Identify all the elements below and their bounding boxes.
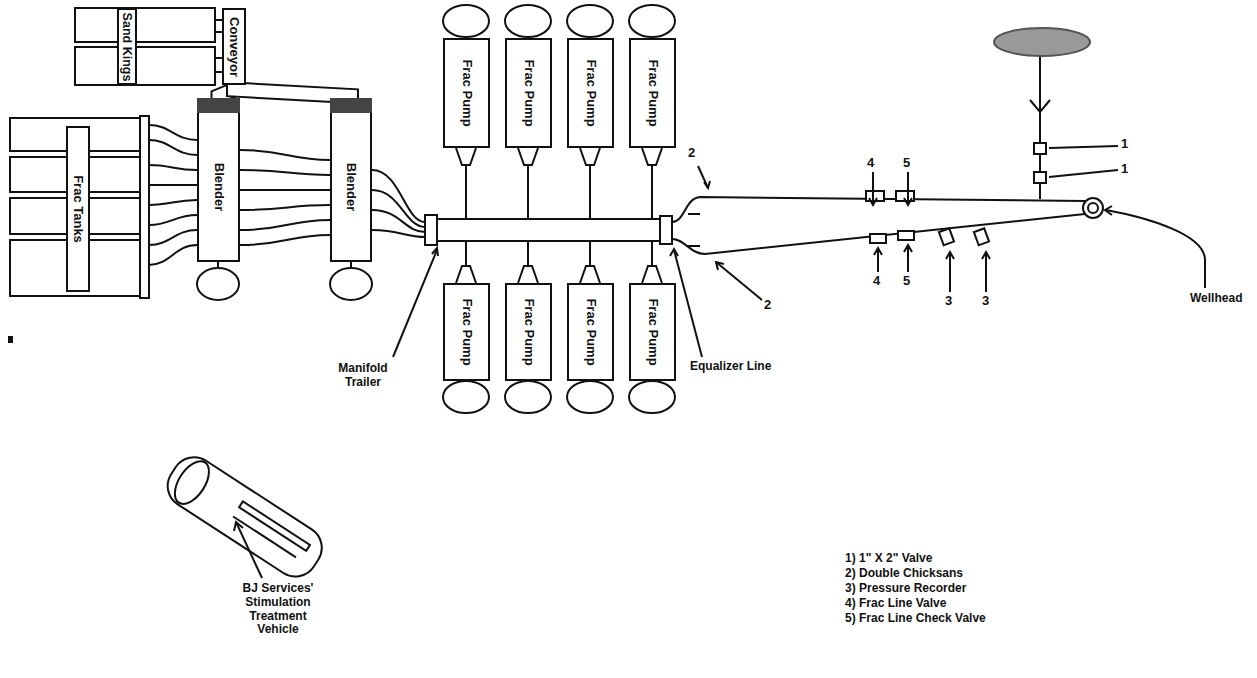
key-entry: 4) Frac Line Valve <box>845 597 946 611</box>
callout-number: 3 <box>982 294 989 309</box>
frac-pump-box: Frac Pump <box>505 283 552 381</box>
callout-number: 1 <box>1121 137 1128 152</box>
callout-number: 5 <box>903 274 910 289</box>
part-label: Wellhead <box>1190 292 1256 306</box>
node-text: Frac Tanks <box>71 175 86 243</box>
conveyor-chute <box>234 85 351 98</box>
frac-tanks-label-box: Frac Tanks <box>66 126 90 292</box>
key-entry: 2) Double Chicksans <box>845 567 963 581</box>
node-text: Conveyor <box>227 17 242 77</box>
node-text: Frac Pump <box>459 59 474 126</box>
callout-number: 5 <box>903 156 910 171</box>
frac-pump-box: Frac Pump <box>443 38 490 148</box>
node-text: Sand Kings <box>120 12 134 81</box>
node-text: Frac Pump <box>645 298 660 365</box>
node-text: Frac Pump <box>583 59 598 126</box>
key-entry: 3) Pressure Recorder <box>845 582 966 596</box>
frac-pump-box: Frac Pump <box>567 283 614 381</box>
frac-pump-box: Frac Pump <box>629 283 676 381</box>
part-label: Equalizer Line <box>690 360 840 374</box>
key-entry: 1) 1" X 2" Valve <box>845 552 932 566</box>
conveyor-box: Conveyor <box>222 8 246 85</box>
callout-number: 3 <box>945 294 952 309</box>
node-text: Blender <box>344 163 359 211</box>
node-text: Frac Pump <box>583 298 598 365</box>
frac-pump-box: Frac Pump <box>567 38 614 148</box>
vehicle-label: BJ Services' Stimulation Treatment Vehic… <box>232 582 324 637</box>
node-text: Frac Pump <box>459 298 474 365</box>
node-text: Frac Pump <box>521 298 536 365</box>
node-text: Blender <box>211 163 226 211</box>
frac-pump-box: Frac Pump <box>505 38 552 148</box>
blender-box: Blender <box>330 98 372 262</box>
callout-number: 4 <box>867 156 874 171</box>
frac-pump-box: Frac Pump <box>443 283 490 381</box>
callout-number: 4 <box>873 274 880 289</box>
node-text: Frac Pump <box>645 59 660 126</box>
part-label: Manifold Trailer <box>322 362 404 390</box>
sand-kings-label-box: Sand Kings <box>117 8 137 85</box>
frac-pump-box: Frac Pump <box>629 38 676 148</box>
node-text: Frac Pump <box>521 59 536 126</box>
callout-number: 1 <box>1121 162 1128 177</box>
callout-number: 2 <box>688 146 695 161</box>
blender-hopper <box>197 98 240 113</box>
blender-hopper <box>330 98 372 113</box>
callout-number: 2 <box>764 298 771 313</box>
key-entry: 5) Frac Line Check Valve <box>845 612 986 626</box>
blender-box: Blender <box>197 98 240 262</box>
